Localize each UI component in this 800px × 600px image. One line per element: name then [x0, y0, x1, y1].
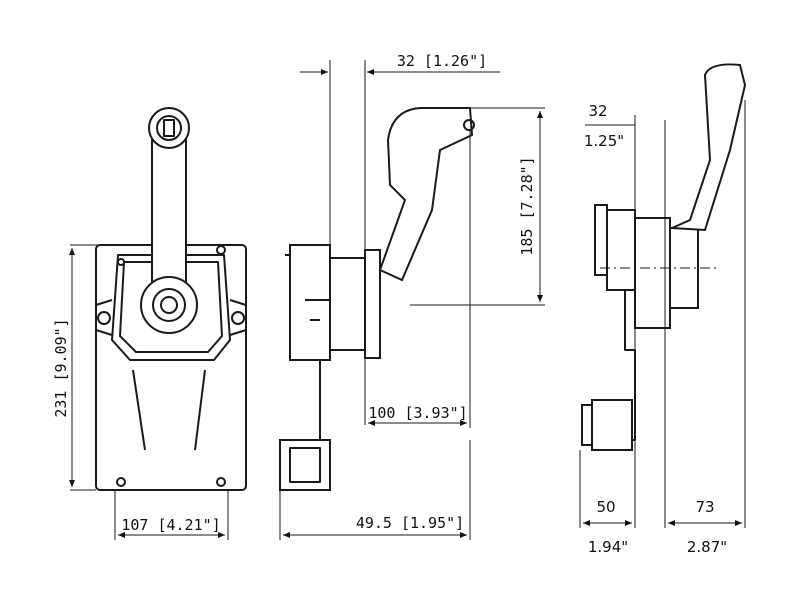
dim-right-offset-in: 1.25" — [584, 132, 624, 150]
dim-right-left-in: 1.94" — [588, 538, 628, 556]
dim-right-left-mm: 50 — [596, 498, 615, 516]
front-view: 231 [9.09"] 107 [4.21"] — [52, 107, 247, 540]
dim-side-lever-reach: 100 [3.93"] — [368, 404, 467, 422]
dim-side-lever-height: 185 [7.28"] — [518, 156, 536, 255]
dim-side-depth: 49.5 [1.95"] — [356, 514, 464, 532]
dim-front-height: 231 [9.09"] — [52, 318, 70, 417]
side-view: 32 [1.26"] 185 [7.28"] 100 [3.93"] 49.5 … — [279, 52, 545, 540]
dim-right-right-in: 2.87" — [687, 538, 727, 556]
dim-front-width: 107 [4.21"] — [121, 516, 220, 534]
dim-right-right-mm: 73 — [695, 498, 714, 516]
dim-side-offset: 32 [1.26"] — [397, 52, 487, 70]
dim-right-offset-mm: 32 — [588, 102, 607, 120]
right-view: 32 1.25" 50 1.94" 73 2.87" — [579, 63, 747, 556]
